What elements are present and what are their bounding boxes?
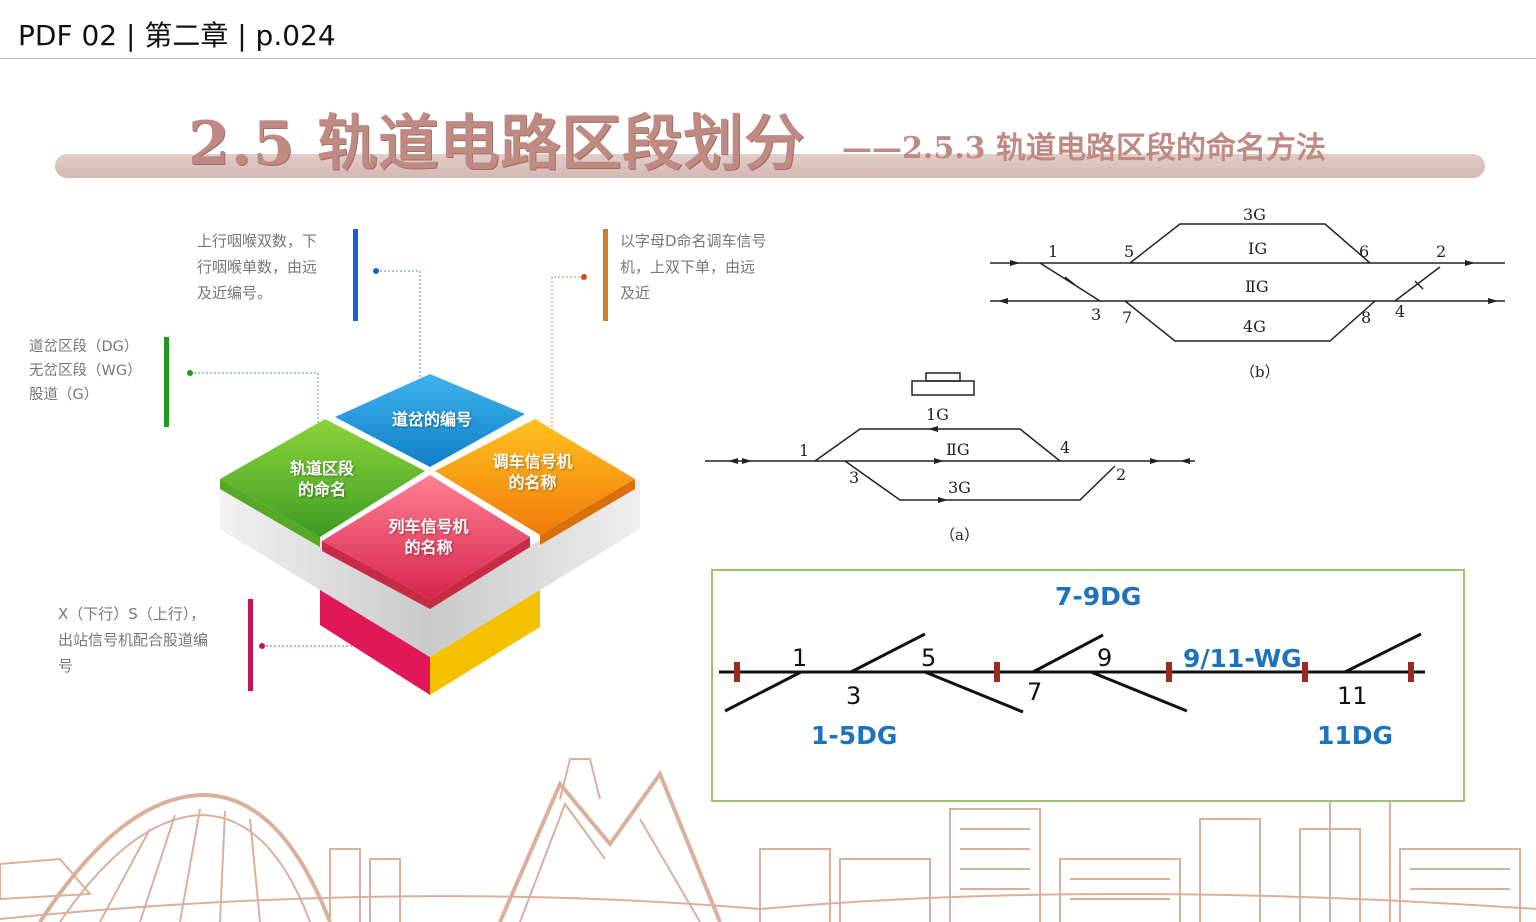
annotation-section-types: 道岔区段（DG） 无岔区段（WG） 股道（G） xyxy=(29,339,142,403)
section-label-7-9dg: 7-9DG xyxy=(1055,582,1142,611)
turnout-number-3: 3 xyxy=(846,682,862,710)
diagram-a-num-2: 2 xyxy=(1116,465,1127,484)
diagram-b-num-2: 2 xyxy=(1436,242,1447,261)
diagram-a-num-4: 4 xyxy=(1060,438,1071,457)
slide: 2.5 轨道电路区段划分 ——2.5.3 轨道电路区段的命名方法 xyxy=(0,59,1536,922)
turnout-number-11: 11 xyxy=(1337,682,1368,710)
diagram-b-num-4: 4 xyxy=(1395,302,1406,321)
diagram-b-label-1g: ⅠG xyxy=(1248,239,1268,258)
slide-title: 2.5 轨道电路区段划分 xyxy=(188,109,806,179)
annotation-bar-orange xyxy=(603,229,608,321)
diagram-a-num-1: 1 xyxy=(799,441,810,460)
diagram-a-caption: （a） xyxy=(940,526,979,544)
diagram-a-label-3g: 3G xyxy=(948,478,971,497)
tile-shunting-signal: 调车信号机 的名称 xyxy=(492,452,573,492)
tile-section-naming: 轨道区段 的命名 xyxy=(289,459,354,499)
diagram-b-label-4g: 4G xyxy=(1243,317,1266,336)
header-text: PDF 02 | 第二章 | p.024 xyxy=(18,19,336,52)
diagram-b-caption: （b） xyxy=(1240,363,1280,381)
turnout-number-5: 5 xyxy=(921,644,937,672)
page-header: PDF 02 | 第二章 | p.024 xyxy=(0,0,1536,59)
diagram-a-num-3: 3 xyxy=(849,468,860,487)
track-diagram-b xyxy=(990,223,1505,342)
diagram-b-label-3g: 3G xyxy=(1243,205,1266,224)
diagram-b-num-7: 7 xyxy=(1122,308,1133,327)
turnout-number-1: 1 xyxy=(792,644,808,672)
section-naming-box: 7-9DG 9/11-WG 1-5DG 11DG 1 5 9 3 7 11 xyxy=(711,569,1465,802)
section-label-1-5dg: 1-5DG xyxy=(811,721,898,750)
diagram-b-label-2g: ⅡG xyxy=(1245,277,1269,296)
annotation-turnout-numbering: 上行咽喉双数，下 行咽喉单数，由远 及近编号。 xyxy=(197,232,318,302)
diagram-b-num-3: 3 xyxy=(1091,305,1102,324)
diagram-b-num-5: 5 xyxy=(1124,242,1135,261)
diagram-b-num-8: 8 xyxy=(1361,308,1372,327)
section-track-lines xyxy=(719,632,1425,714)
diagram-b-num-6: 6 xyxy=(1359,242,1370,261)
title-band xyxy=(55,154,1485,178)
turnout-number-9: 9 xyxy=(1097,644,1113,672)
section-label-9-11-wg: 9/11-WG xyxy=(1183,644,1302,673)
tile-block xyxy=(220,374,640,695)
diagram-a-label-1g: 1G xyxy=(926,405,949,424)
tile-turnout-numbering: 道岔的编号 xyxy=(391,410,472,429)
slide-subtitle: ——2.5.3 轨道电路区段的命名方法 xyxy=(842,131,1326,166)
diagram-b-num-1: 1 xyxy=(1048,242,1059,261)
turnout-number-7: 7 xyxy=(1027,678,1043,706)
annotation-train-signal: X（下行）S（上行）， 出站信号机配合股道编 号 xyxy=(58,605,209,675)
diagram-a-label-2g: ⅡG xyxy=(946,440,970,459)
city-silhouette xyxy=(0,758,1536,922)
annotation-bar-green xyxy=(164,337,169,427)
annotation-bar-red xyxy=(248,599,253,691)
section-label-11dg: 11DG xyxy=(1317,721,1394,750)
track-diagram-a xyxy=(705,372,1195,503)
annotation-bar-blue xyxy=(353,229,358,321)
tile-train-signal: 列车信号机 的名称 xyxy=(388,517,469,557)
annotation-shunting-signal: 以字母D命名调车信号 机，上双下单，由远 及近 xyxy=(620,232,767,302)
